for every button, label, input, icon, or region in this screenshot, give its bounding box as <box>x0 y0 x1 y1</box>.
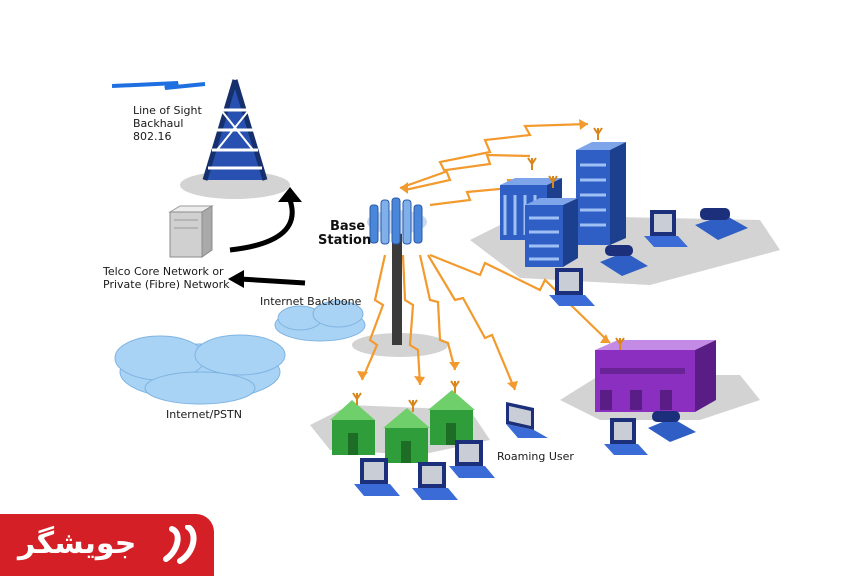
laptop-icon <box>604 418 648 455</box>
purple-building-icon <box>595 340 716 412</box>
internet-backbone-label: Internet Backbone <box>260 295 362 308</box>
telco-label-line-2: Private (Fibre) Network <box>103 278 230 291</box>
laptop-icon <box>644 210 688 247</box>
phone-icon <box>600 245 648 276</box>
server-icon <box>168 205 214 258</box>
logo-badge: جويشگر <box>0 514 214 576</box>
base-station-label-line-2: Station <box>318 233 372 248</box>
internet-pstn-label: Internet/PSTN <box>166 408 242 421</box>
internet-backbone-cloud-icon <box>274 300 366 342</box>
link-to-house-2 <box>401 254 422 386</box>
house-icon-3 <box>428 390 475 445</box>
laptop-icon <box>412 462 458 500</box>
link-to-tall-tower <box>399 122 589 190</box>
backhaul-curved-arrow-icon <box>229 199 295 253</box>
laptop-icon <box>449 440 495 478</box>
roaming-laptop-icon <box>506 402 548 438</box>
backbone-arrow-icon <box>239 276 306 286</box>
logo-text: جويشگر <box>18 526 137 561</box>
ground-shadows <box>180 171 780 455</box>
logo-mark-icon <box>163 525 197 564</box>
link-arrowheads <box>357 119 610 390</box>
office-building-mid-icon <box>525 198 578 267</box>
laptop-icon <box>549 268 595 306</box>
backhaul-tower-icon <box>202 79 268 181</box>
los-label-line-2: Backhaul <box>133 117 184 130</box>
backhaul-lightning-icon <box>111 81 206 90</box>
phone-icon <box>648 411 696 442</box>
telco-label-line-1: Telco Core Network or <box>103 265 224 278</box>
link-to-house-1 <box>360 254 387 381</box>
core-network-arrows <box>228 187 306 288</box>
los-label-line-3: 802.16 <box>133 130 172 143</box>
phone-icon <box>695 208 748 240</box>
los-label-line-1: Line of Sight <box>133 104 202 117</box>
endpoint-antennas <box>352 127 625 412</box>
phone-icons <box>600 208 748 442</box>
link-to-house-3 <box>418 254 457 371</box>
roaming-user-label: Roaming User <box>497 450 574 463</box>
base-station-label-line-1: Base <box>330 219 366 234</box>
backbone-arrowhead-icon <box>228 270 244 288</box>
house-icon-2 <box>383 408 430 463</box>
laptop-icons <box>354 210 688 500</box>
base-station-icon <box>367 197 427 345</box>
link-to-left-building <box>404 153 531 192</box>
laptop-icon <box>354 458 400 496</box>
house-icon-1 <box>330 400 375 455</box>
internet-pstn-cloud-icon <box>114 334 286 405</box>
link-to-roaming-laptop <box>427 254 517 391</box>
wireless-links <box>360 122 611 391</box>
office-building-tall-icon <box>576 142 626 245</box>
curved-arrowhead-icon <box>278 187 302 202</box>
